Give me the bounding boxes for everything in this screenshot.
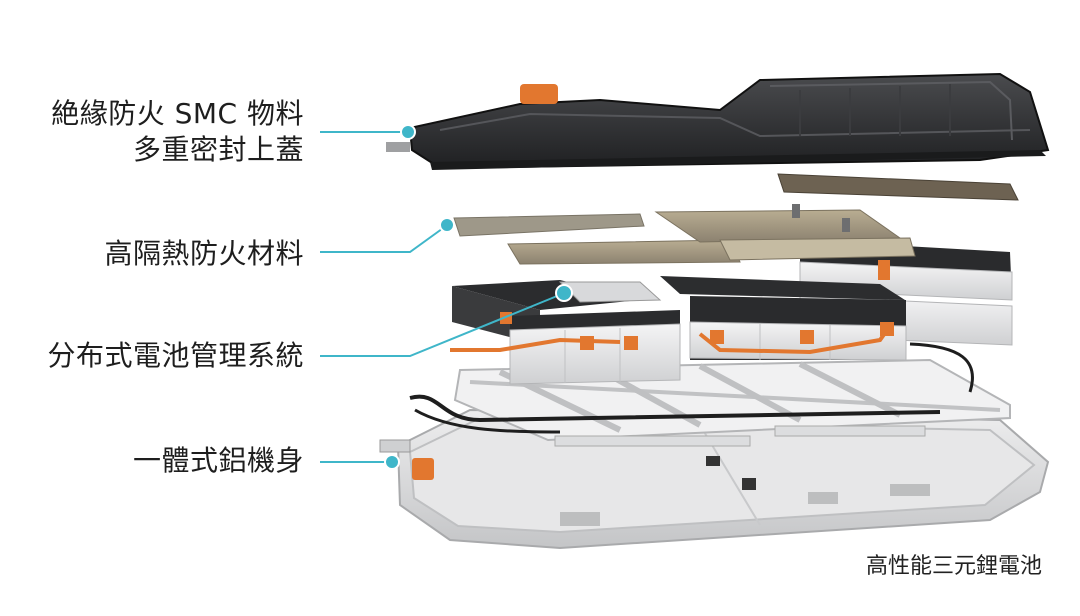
label-lid: 絶緣防火 SMC 物料 多重密封上蓋 [51,96,304,168]
label-body: 一體式鋁機身 [132,444,304,477]
label-lid-line1: 絶緣防火 SMC 物料 [51,97,304,130]
battery-modules [450,240,1013,393]
insulation-pads [453,173,1019,265]
label-lid-line2: 多重密封上蓋 [132,133,304,166]
leader-dot-bms [555,284,573,302]
leader-line-insulation [320,225,447,253]
top-lid [386,72,1050,170]
leader-line-bms [320,293,563,357]
label-insulation: 高隔熱防火材料 [104,237,304,270]
caption: 高性能三元鋰電池 [865,554,1042,579]
leader-dot-body [384,454,400,470]
leader-dot-insulation [439,217,455,233]
label-bms: 分布式電池管理系統 [47,339,304,372]
leader-dot-lid [400,124,416,140]
lid-vent-valve [520,84,558,104]
leader-lines [320,131,563,463]
